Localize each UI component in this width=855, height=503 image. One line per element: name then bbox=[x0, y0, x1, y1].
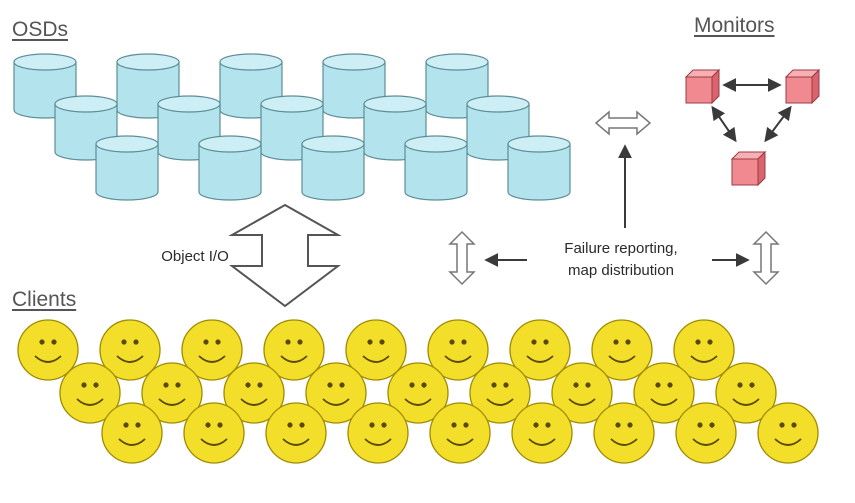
monitor-cube-icon bbox=[784, 68, 821, 105]
clients-title: Clients bbox=[12, 288, 77, 311]
smiley-face-icon bbox=[345, 319, 407, 381]
disk-icon bbox=[404, 135, 468, 201]
smiley-face-icon bbox=[429, 402, 491, 464]
left-vertical-double-arrow bbox=[448, 230, 476, 286]
failure-label-line1: Failure reporting, bbox=[564, 240, 678, 257]
right-vertical-double-arrow bbox=[752, 230, 780, 286]
smiley-face-icon bbox=[673, 319, 735, 381]
osds-title: OSDs bbox=[12, 18, 69, 41]
smiley-face-icon bbox=[263, 319, 325, 381]
smiley-face-icon bbox=[305, 362, 367, 424]
monitor-link-left bbox=[711, 105, 737, 143]
disk-icon bbox=[198, 135, 262, 201]
smiley-face-icon bbox=[99, 319, 161, 381]
smiley-face-icon bbox=[511, 402, 573, 464]
smiley-face-icon bbox=[469, 362, 531, 424]
smiley-face-icon bbox=[223, 362, 285, 424]
client-cluster bbox=[17, 319, 819, 464]
smiley-face-icon bbox=[181, 319, 243, 381]
osd-monitor-double-arrow bbox=[594, 110, 652, 136]
smiley-face-icon bbox=[59, 362, 121, 424]
disk-icon bbox=[116, 53, 180, 119]
smiley-face-icon bbox=[757, 402, 819, 464]
smiley-face-icon bbox=[551, 362, 613, 424]
object-io-arrow bbox=[228, 203, 342, 308]
smiley-face-icon bbox=[141, 362, 203, 424]
monitor-link-right bbox=[764, 105, 792, 143]
osd-cluster bbox=[13, 53, 571, 201]
object-io-label: Object I/O bbox=[161, 248, 229, 265]
smiley-face-icon bbox=[715, 362, 777, 424]
disk-icon bbox=[507, 135, 571, 201]
smiley-face-icon bbox=[101, 402, 163, 464]
smiley-face-icon bbox=[591, 319, 653, 381]
monitor-cube-icon bbox=[730, 150, 767, 187]
monitor-cluster bbox=[684, 68, 821, 187]
smiley-face-icon bbox=[509, 319, 571, 381]
smiley-face-icon bbox=[17, 319, 79, 381]
failure-label-line2: map distribution bbox=[568, 262, 674, 279]
smiley-face-icon bbox=[387, 362, 449, 424]
smiley-face-icon bbox=[593, 402, 655, 464]
smiley-face-icon bbox=[675, 402, 737, 464]
disk-icon bbox=[95, 135, 159, 201]
monitors-title: Monitors bbox=[694, 14, 775, 37]
disk-icon bbox=[301, 135, 365, 201]
failure-reporting-label: Failure reporting, map distribution bbox=[528, 238, 714, 282]
smiley-face-icon bbox=[183, 402, 245, 464]
smiley-face-icon bbox=[347, 402, 409, 464]
smiley-face-icon bbox=[633, 362, 695, 424]
smiley-face-icon bbox=[265, 402, 327, 464]
monitor-cube-icon bbox=[684, 68, 721, 105]
smiley-face-icon bbox=[427, 319, 489, 381]
